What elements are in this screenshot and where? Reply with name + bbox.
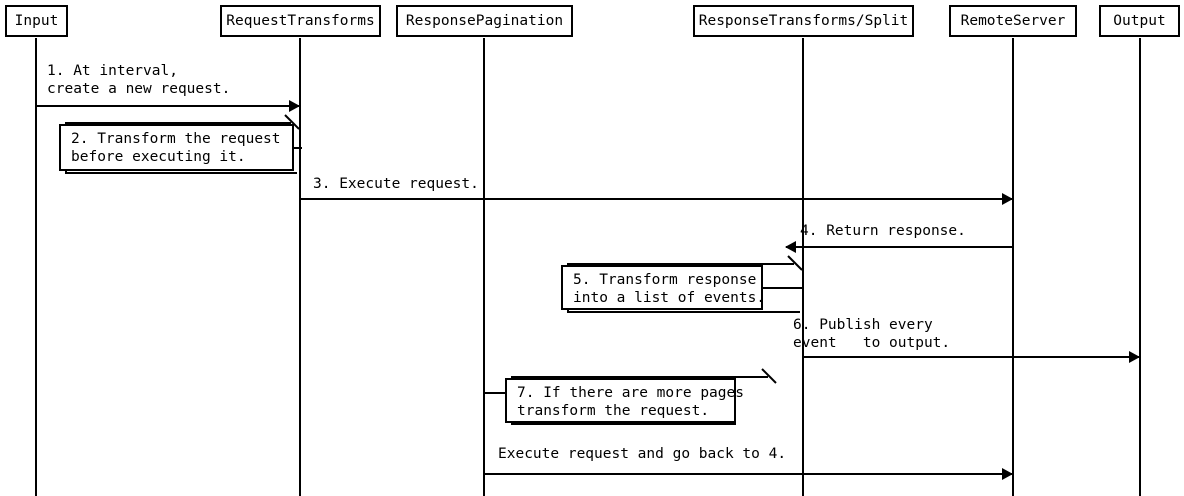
arrow-head-right-icon	[1129, 351, 1140, 363]
arrow-shaft	[36, 105, 300, 107]
selfcall-return-tick-icon	[284, 114, 300, 130]
lifeline-resptrans	[802, 38, 804, 496]
selfcall-left-connector	[484, 392, 511, 394]
message-1-label: 1. At interval, create a new request.	[47, 63, 231, 97]
arrow-shaft	[786, 246, 1013, 248]
arrow-shaft	[300, 198, 1013, 200]
arrow-head-right-icon	[1002, 468, 1013, 480]
selfcall-right-stub	[762, 287, 804, 289]
participant-input[interactable]: Input	[5, 5, 68, 37]
participant-label: RemoteServer	[960, 13, 1066, 29]
participant-label: ResponseTransforms/Split	[698, 13, 909, 29]
message-4-label: 4. Return response.	[800, 223, 966, 239]
selfcall-top-line	[567, 263, 794, 265]
participant-remote-server[interactable]: RemoteServer	[949, 5, 1077, 37]
message-2-note: 2. Transform the request before executin…	[59, 124, 294, 171]
participant-label: ResponsePagination	[405, 13, 564, 29]
participant-label: RequestTransforms	[226, 13, 375, 29]
selfcall-bottom-line	[567, 311, 800, 313]
arrow-shaft	[484, 473, 1013, 475]
selfcall-bottom-line	[511, 423, 736, 425]
selfcall-right-stub	[286, 147, 302, 149]
selfcall-top-line	[65, 122, 291, 124]
participant-label: Input	[14, 13, 59, 29]
selfcall-return-tick-icon	[761, 368, 777, 384]
arrow-shaft	[803, 356, 1140, 358]
selfcall-bottom-line	[65, 172, 297, 174]
message-6-label: 6. Publish every event to output.	[793, 317, 951, 351]
selfcall-top-line	[511, 376, 768, 378]
participant-output[interactable]: Output	[1099, 5, 1180, 37]
arrow-head-right-icon	[289, 100, 300, 112]
lifeline-remote	[1012, 38, 1014, 496]
participant-request-transforms[interactable]: RequestTransforms	[220, 5, 381, 37]
message-3-label: 3. Execute request.	[313, 176, 479, 192]
selfcall-return-tick-icon	[787, 255, 803, 271]
arrow-head-left-icon	[785, 241, 796, 253]
lifeline-input	[35, 38, 37, 496]
lifeline-output	[1139, 38, 1141, 496]
arrow-head-right-icon	[1002, 193, 1013, 205]
participant-label: Output	[1113, 13, 1166, 29]
message-8-label: Execute request and go back to 4.	[498, 446, 787, 462]
lifeline-reqtrans	[299, 38, 301, 496]
lifeline-resppage	[483, 38, 485, 496]
participant-response-transforms-split[interactable]: ResponseTransforms/Split	[693, 5, 914, 37]
message-5-note: 5. Transform response into a list of eve…	[561, 265, 765, 310]
participant-response-pagination[interactable]: ResponsePagination	[396, 5, 573, 37]
message-7-note: 7. If there are more pages transform the…	[505, 378, 744, 423]
